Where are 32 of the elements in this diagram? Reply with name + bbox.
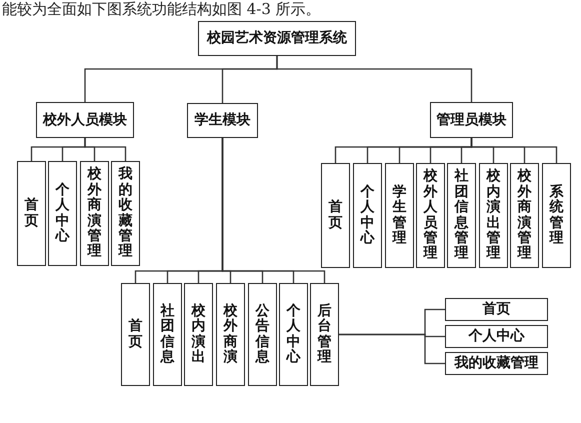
function-box: 校外人员管理 bbox=[416, 163, 445, 268]
function-box: 系统管理 bbox=[542, 163, 571, 268]
function-box: 校外商演管理 bbox=[510, 163, 539, 268]
function-box: 首页 bbox=[321, 163, 350, 268]
function-box: 校内演出管理 bbox=[479, 163, 508, 268]
intro-sentence: 能较为全面如下图系统功能结构如图 4-3 所示。 bbox=[2, 0, 321, 18]
function-box: 学生管理 bbox=[385, 163, 414, 268]
function-box: 公告信息 bbox=[248, 283, 277, 386]
module-box: 校外人员模块 bbox=[36, 102, 134, 138]
function-box: 校内演出 bbox=[184, 283, 213, 386]
connector-line bbox=[222, 138, 326, 283]
function-box: 个人中心 bbox=[353, 163, 382, 268]
function-box: 个人中心 bbox=[445, 325, 548, 348]
function-box: 后台管理 bbox=[310, 283, 339, 386]
function-box: 我的收藏管理 bbox=[111, 161, 140, 266]
function-box: 首页 bbox=[121, 283, 150, 386]
function-box: 个人中心 bbox=[279, 283, 308, 386]
function-box: 首页 bbox=[445, 298, 548, 321]
function-box: 社团信息管理 bbox=[447, 163, 476, 268]
function-box: 我的收藏管理 bbox=[445, 352, 548, 375]
connector-line bbox=[470, 138, 558, 163]
connector-line bbox=[276, 56, 472, 102]
connector-line bbox=[84, 138, 126, 161]
module-box: 管理员模块 bbox=[430, 102, 513, 138]
connector-line bbox=[339, 334, 445, 364]
title-box: 校园艺术资源管理系统 bbox=[198, 21, 356, 56]
function-box: 校外商演 bbox=[216, 283, 245, 386]
function-box: 个人中心 bbox=[48, 161, 77, 266]
function-box: 校外商演管理 bbox=[80, 161, 109, 266]
function-box: 首页 bbox=[17, 161, 46, 266]
module-box: 学生模块 bbox=[187, 103, 258, 138]
function-box: 社团信息 bbox=[153, 283, 182, 386]
